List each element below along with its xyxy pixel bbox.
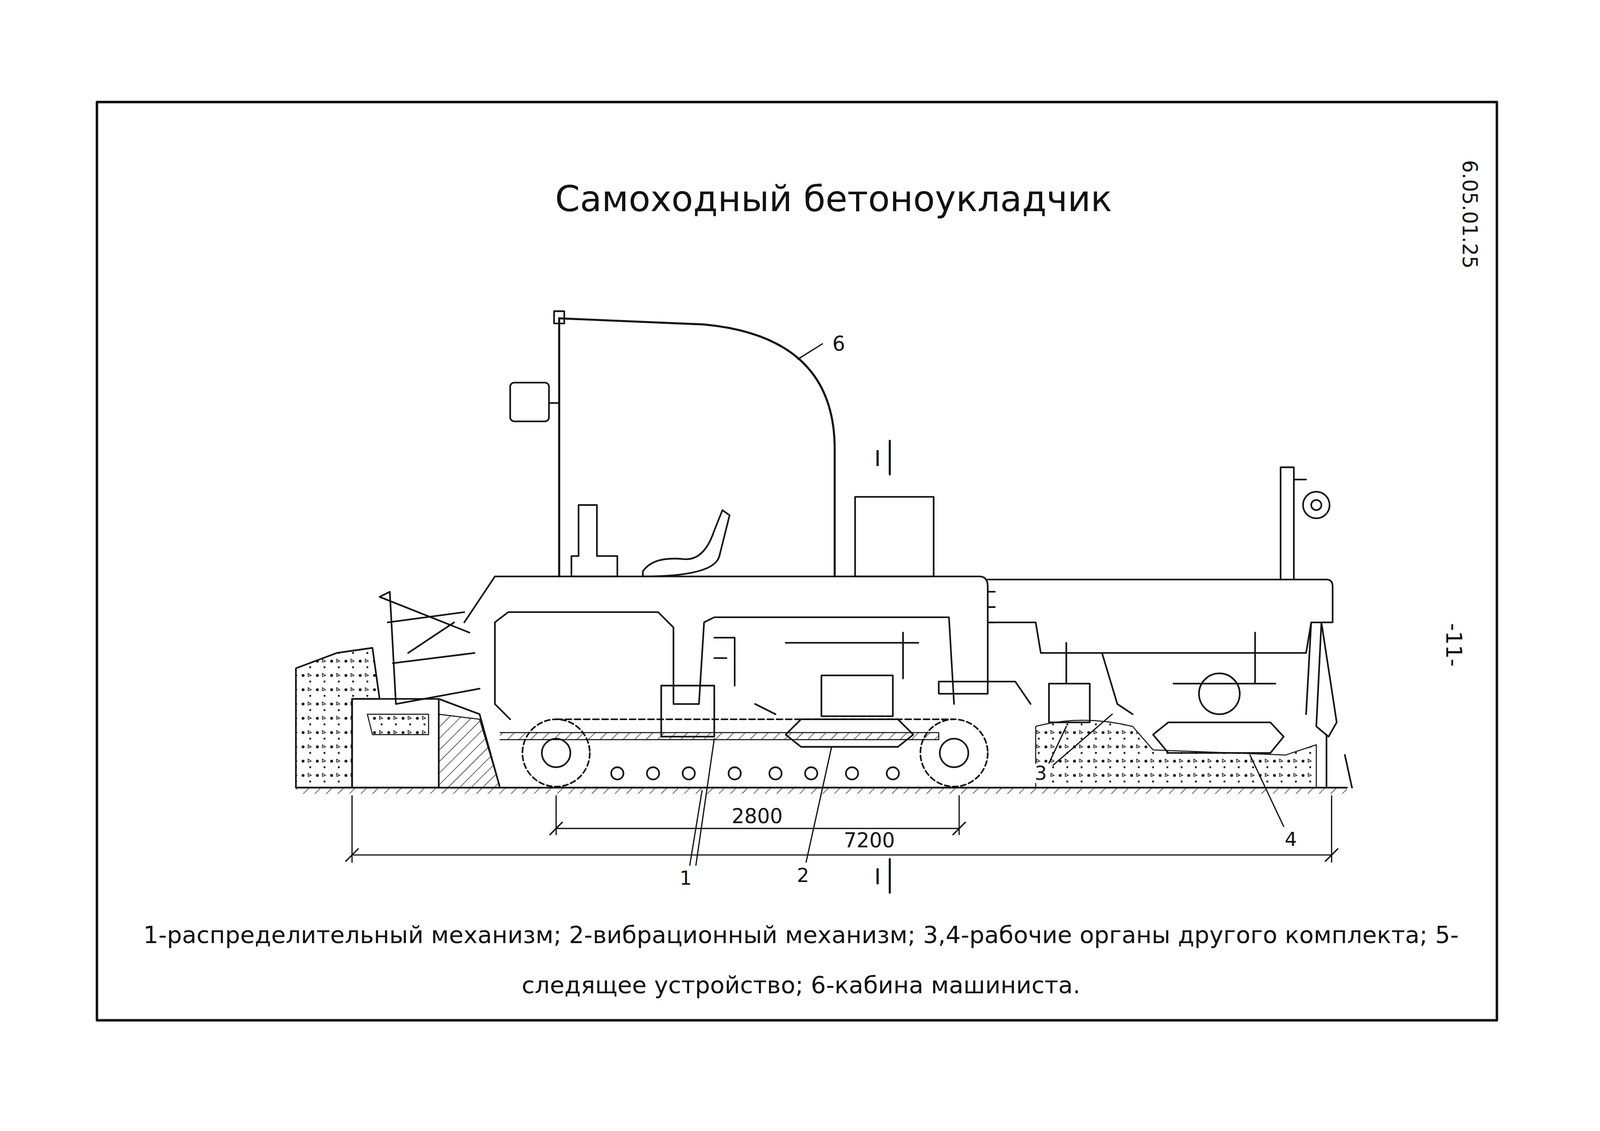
drawing-part: [805, 767, 818, 780]
sensor-post: [1280, 467, 1294, 580]
section-mark: [888, 440, 891, 893]
cab-joint: [554, 311, 565, 324]
drawing-part: [646, 767, 660, 780]
sheet-code: 6.05.01.25: [1459, 158, 1480, 271]
seat: [642, 510, 730, 577]
track-wheel: [920, 719, 988, 787]
control-column: [571, 504, 618, 577]
sensor-arm: [1293, 478, 1307, 481]
track-hub: [541, 738, 571, 768]
callout-number: 1: [677, 868, 694, 889]
leader-line: [1049, 714, 1113, 766]
drawing-part: [97, 102, 1497, 1021]
drawing-part: [769, 767, 782, 780]
track-rollers: [611, 767, 899, 780]
rear-arm: [1316, 622, 1352, 788]
leader-line: [797, 343, 823, 360]
vibrator-motor: [821, 675, 894, 717]
drawing-part: [611, 767, 624, 780]
lamp-bracket: [549, 402, 560, 405]
drawing-part: [728, 767, 741, 780]
working-organ: [1049, 683, 1090, 723]
concrete-heap: [296, 648, 380, 788]
concrete-layer: [499, 732, 939, 740]
cab-roof: [559, 318, 835, 577]
bolts: [987, 592, 996, 623]
vibrator-pan: [785, 719, 914, 747]
cab-post: [558, 318, 561, 577]
drawing-part: [846, 767, 859, 780]
concrete: [367, 714, 429, 735]
callout-number: 2: [794, 866, 811, 886]
rear-frame: [987, 579, 1333, 715]
dimension-tick: [345, 822, 1338, 862]
callout-number: 3: [1033, 763, 1050, 784]
vibrator-linkage: [755, 632, 919, 715]
spreader-frame: [379, 592, 500, 789]
section-mark-label: I: [872, 447, 883, 470]
concrete-layer: [438, 714, 500, 788]
drawing-part: [682, 767, 696, 780]
leader-line: [689, 738, 715, 866]
finishing-pan: [1153, 722, 1284, 754]
sensor-reel: [1303, 491, 1330, 519]
hopper: [352, 698, 439, 788]
track-wheel: [522, 719, 590, 787]
engine-box: [855, 497, 934, 577]
body-cutout: [494, 612, 955, 720]
working-organ-linkage: [1066, 642, 1133, 715]
track-belt: [555, 719, 955, 788]
sheet-frame: [97, 102, 1497, 1021]
lamp: [510, 382, 550, 422]
placed-concrete: [1035, 720, 1317, 788]
distributor: [661, 685, 715, 737]
callout-number: 6: [830, 333, 847, 354]
track-hub: [939, 738, 969, 768]
section-mark-label: I: [872, 865, 883, 888]
leader-line: [1250, 755, 1284, 827]
finishing-linkage: [1173, 632, 1276, 684]
drawing-part: [886, 767, 899, 780]
dimension-value: 2800: [729, 806, 785, 827]
eccentric: [1199, 673, 1240, 715]
dimension-line: [352, 828, 1332, 856]
dimension-value: 7200: [841, 830, 897, 851]
leader-line: [805, 747, 832, 863]
machine-body: [464, 576, 1031, 705]
legend-caption: 1-распределительный механизм; 2-вибрацио…: [139, 909, 1463, 1011]
callout-number: 4: [1283, 830, 1299, 850]
page-number: -11-: [1443, 621, 1465, 669]
distributor-linkage: [714, 637, 735, 686]
dimension-extension: [352, 795, 1332, 863]
sensor-reel: [1311, 499, 1322, 510]
drawing-title: Самоходный бетоноукладчик: [555, 181, 1112, 217]
